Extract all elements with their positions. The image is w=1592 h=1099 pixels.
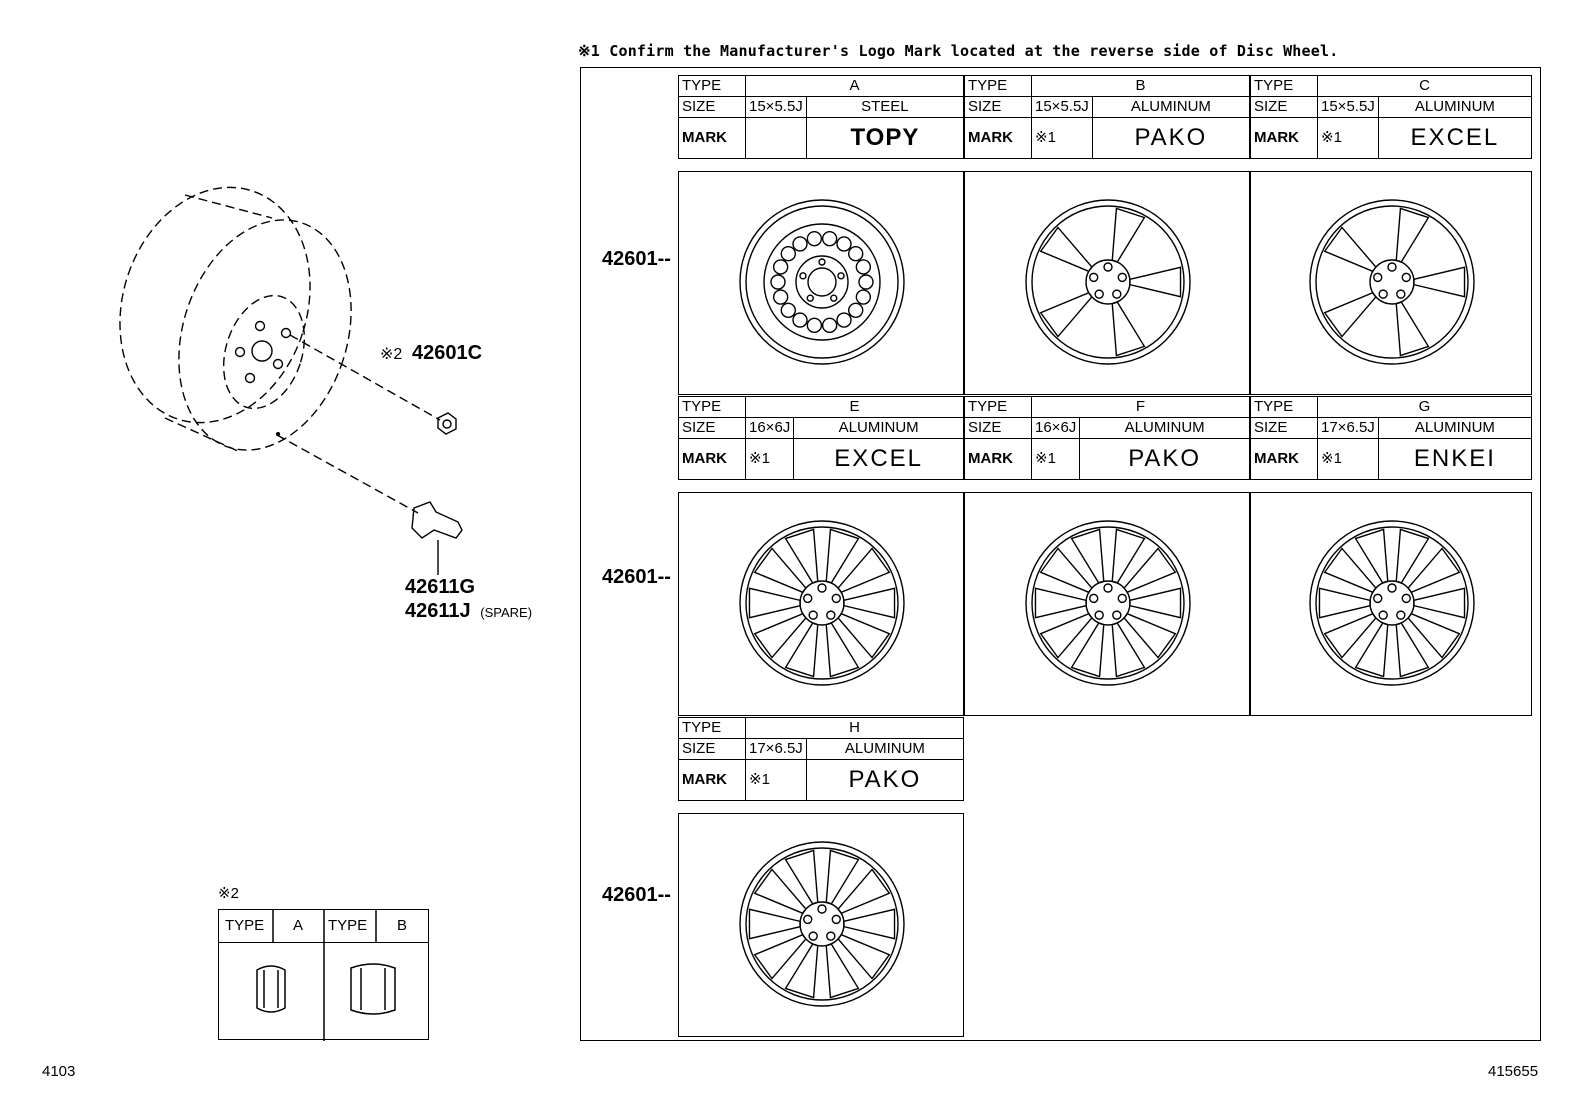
footer-right-code: 415655 — [1488, 1063, 1539, 1080]
wheel-spec-table-a: TYPE A SIZE 15×5.5J STEEL MARK TOPY — [678, 75, 965, 159]
wheel-type: G — [1317, 396, 1532, 418]
mark-ref: ※1 — [1317, 438, 1379, 480]
wheel-size: 15×5.5J — [1031, 96, 1093, 118]
spare-note: (SPARE) — [480, 605, 533, 620]
row-code-1[interactable]: 42601-- — [602, 248, 671, 270]
nut-table-grid — [256, 910, 396, 1041]
wheel-spec-table-b: TYPE B SIZE 15×5.5J ALUMINUM MARK ※1 PAK… — [964, 75, 1251, 159]
nut-type-a-label: TYPE — [225, 917, 265, 934]
type-label: TYPE — [964, 396, 1032, 418]
mark-ref: ※1 — [1031, 117, 1093, 159]
wheel-illustration-a[interactable] — [678, 171, 964, 395]
size-label: SIZE — [964, 417, 1032, 439]
wheel-material: ALUMINUM — [805, 738, 965, 760]
wheel-illustration-g[interactable] — [1250, 492, 1532, 716]
mark-ref: ※1 — [745, 759, 807, 801]
nut-type-a: A — [293, 917, 304, 934]
part-code-label: 42601 — [602, 884, 658, 906]
wheel-type: A — [745, 75, 964, 97]
wheel-type: C — [1317, 75, 1532, 97]
valve-part-code[interactable]: 42611G — [405, 576, 476, 598]
wheel-illustration-c[interactable] — [1250, 171, 1532, 395]
wheel-size: 17×6.5J — [1317, 417, 1379, 439]
mark-label: MARK — [678, 759, 746, 801]
manufacturer-logo: PAKO — [805, 759, 965, 801]
mark-ref: ※1 — [1030, 438, 1081, 480]
part-code-label: 42601 — [602, 248, 658, 270]
wheel-type: F — [1031, 396, 1250, 418]
size-label: SIZE — [1250, 417, 1318, 439]
size-label: SIZE — [678, 738, 746, 760]
type-label: TYPE — [678, 717, 746, 739]
manufacturer-logo: EXCEL — [793, 438, 964, 480]
wheel-size: 15×5.5J — [1317, 96, 1379, 118]
mark-ref — [745, 117, 807, 159]
manufacturer-logo: EXCEL — [1377, 117, 1533, 159]
manufacturer-logo: PAKO — [1079, 438, 1250, 480]
wheel-assembly-drawing — [119, 186, 463, 575]
wheel-type: H — [745, 717, 964, 739]
wheel-spec-table-c: TYPE C SIZE 15×5.5J ALUMINUM MARK ※1 EXC… — [1250, 75, 1533, 159]
wheel-size: 16×6J — [1030, 417, 1081, 439]
mark-label: MARK — [964, 438, 1032, 480]
mark-label: MARK — [678, 117, 746, 159]
logo-mark-note: ※1 Confirm the Manufacturer's Logo Mark … — [578, 42, 1339, 60]
mark-label: MARK — [964, 117, 1032, 159]
row-code-3[interactable]: 42601-- — [602, 884, 671, 906]
wheel-size: 16×6J — [744, 417, 795, 439]
valve-spare-callout[interactable]: 42611J (SPARE) — [405, 600, 532, 623]
size-label: SIZE — [678, 96, 746, 118]
mark-ref: ※1 — [744, 438, 795, 480]
wheel-material: ALUMINUM — [793, 417, 964, 439]
wheel-spec-table-g: TYPE G SIZE 17×6.5J ALUMINUM MARK ※1 ENK… — [1250, 396, 1533, 480]
wheel-material: ALUMINUM — [1091, 96, 1251, 118]
wheel-size: 15×5.5J — [745, 96, 807, 118]
nut-table-title: ※2 — [218, 885, 239, 902]
nut-callout[interactable]: ※2 42601C — [380, 342, 482, 365]
wheel-illustration-b[interactable] — [964, 171, 1250, 395]
wheel-catalog-frame — [580, 67, 1541, 1041]
part-code-label: 42601 — [602, 566, 658, 588]
wheel-illustration-e[interactable] — [678, 492, 964, 716]
mark-ref: ※1 — [1317, 117, 1379, 159]
wheel-material: ALUMINUM — [1377, 96, 1533, 118]
mark-label: MARK — [678, 438, 746, 480]
nut-type-b: B — [397, 917, 408, 934]
manufacturer-logo: ENKEI — [1377, 438, 1533, 480]
nut-ref-mark: ※2 — [380, 346, 403, 363]
wheel-illustration-f[interactable] — [964, 492, 1250, 716]
wheel-spec-table-f: TYPE F SIZE 16×6J ALUMINUM MARK ※1 PAKO — [964, 396, 1250, 480]
type-label: TYPE — [678, 396, 746, 418]
valve-spare-code: 42611J — [405, 600, 471, 622]
wheel-material: ALUMINUM — [1079, 417, 1250, 439]
type-label: TYPE — [1250, 396, 1318, 418]
mark-label: MARK — [1250, 438, 1318, 480]
manufacturer-logo: TOPY — [805, 117, 965, 159]
size-label: SIZE — [678, 417, 746, 439]
manufacturer-logo: PAKO — [1091, 117, 1251, 159]
row-code-2[interactable]: 42601-- — [602, 566, 671, 588]
nut-type-b-label: TYPE — [328, 917, 368, 934]
wheel-spec-table-h: TYPE H SIZE 17×6.5J ALUMINUM MARK ※1 PAK… — [678, 717, 965, 801]
wheel-type: E — [745, 396, 964, 418]
nut-part-code: 42601C — [411, 342, 483, 364]
mark-label: MARK — [1250, 117, 1318, 159]
type-label: TYPE — [1250, 75, 1318, 97]
size-label: SIZE — [964, 96, 1032, 118]
wheel-material: ALUMINUM — [1377, 417, 1533, 439]
wheel-spec-table-e: TYPE E SIZE 16×6J ALUMINUM MARK ※1 EXCEL — [678, 396, 964, 480]
wheel-size: 17×6.5J — [745, 738, 807, 760]
size-label: SIZE — [1250, 96, 1318, 118]
type-label: TYPE — [678, 75, 746, 97]
wheel-material: STEEL — [805, 96, 965, 118]
wheel-illustration-h[interactable] — [678, 813, 964, 1037]
nut-type-table: TYPE A TYPE B — [218, 909, 429, 1041]
wheel-type: B — [1031, 75, 1250, 97]
footer-left-code: 4103 — [42, 1063, 76, 1080]
type-label: TYPE — [964, 75, 1032, 97]
